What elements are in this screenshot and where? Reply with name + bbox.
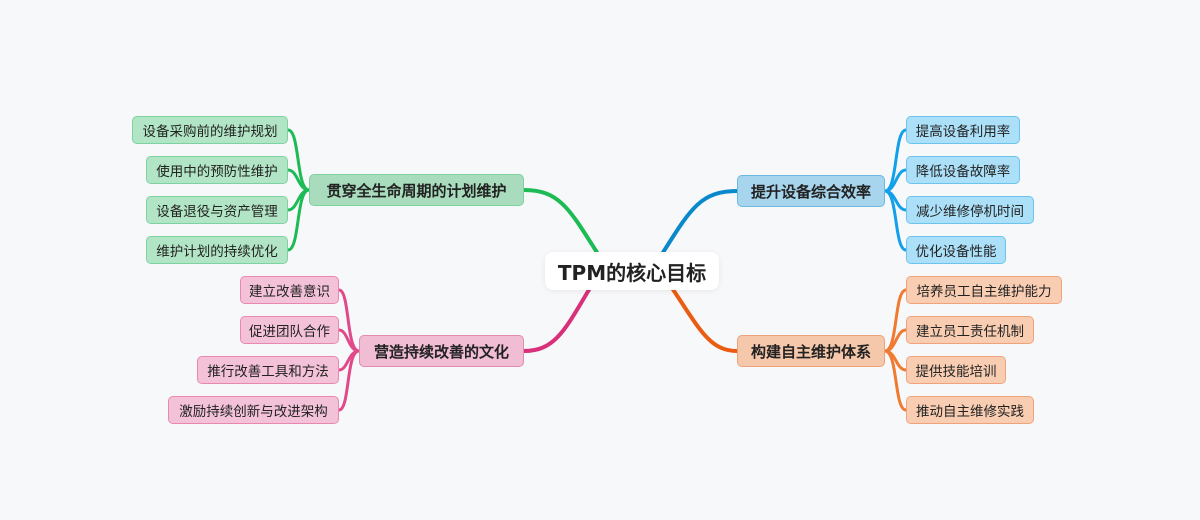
link-root-green	[522, 188, 600, 256]
leaf-node[interactable]: 激励持续创新与改进架构	[168, 396, 339, 424]
leaf-node[interactable]: 促进团队合作	[240, 316, 339, 344]
branch-improvement-culture[interactable]: 营造持续改善的文化	[359, 335, 524, 367]
leaf-node[interactable]: 降低设备故障率	[906, 156, 1020, 184]
branch-autonomous-maintenance[interactable]: 构建自主维护体系	[737, 335, 885, 367]
link-root-orange	[670, 286, 739, 353]
branch-equipment-efficiency[interactable]: 提升设备综合效率	[737, 175, 885, 207]
leaf-node[interactable]: 培养员工自主维护能力	[906, 276, 1062, 304]
leaf-node[interactable]: 提供技能培训	[906, 356, 1006, 384]
leaf-node[interactable]: 维护计划的持续优化	[146, 236, 288, 264]
branch-lifecycle-maintenance[interactable]: 贯穿全生命周期的计划维护	[309, 174, 524, 206]
leaf-node[interactable]: 设备采购前的维护规划	[132, 116, 288, 144]
leaf-node[interactable]: 提高设备利用率	[906, 116, 1020, 144]
leaf-node[interactable]: 推行改善工具和方法	[197, 356, 339, 384]
leaf-node[interactable]: 建立员工责任机制	[906, 316, 1034, 344]
leaf-node[interactable]: 设备退役与资产管理	[146, 196, 288, 224]
link-root-blue	[660, 189, 739, 256]
leaf-node[interactable]: 减少维修停机时间	[906, 196, 1034, 224]
leaf-node[interactable]: 建立改善意识	[240, 276, 339, 304]
root-node[interactable]: TPM的核心目标	[545, 252, 719, 290]
leaf-node[interactable]: 使用中的预防性维护	[146, 156, 288, 184]
leaf-node[interactable]: 推动自主维修实践	[906, 396, 1034, 424]
leaf-node[interactable]: 优化设备性能	[906, 236, 1006, 264]
link-root-pink	[522, 286, 592, 353]
